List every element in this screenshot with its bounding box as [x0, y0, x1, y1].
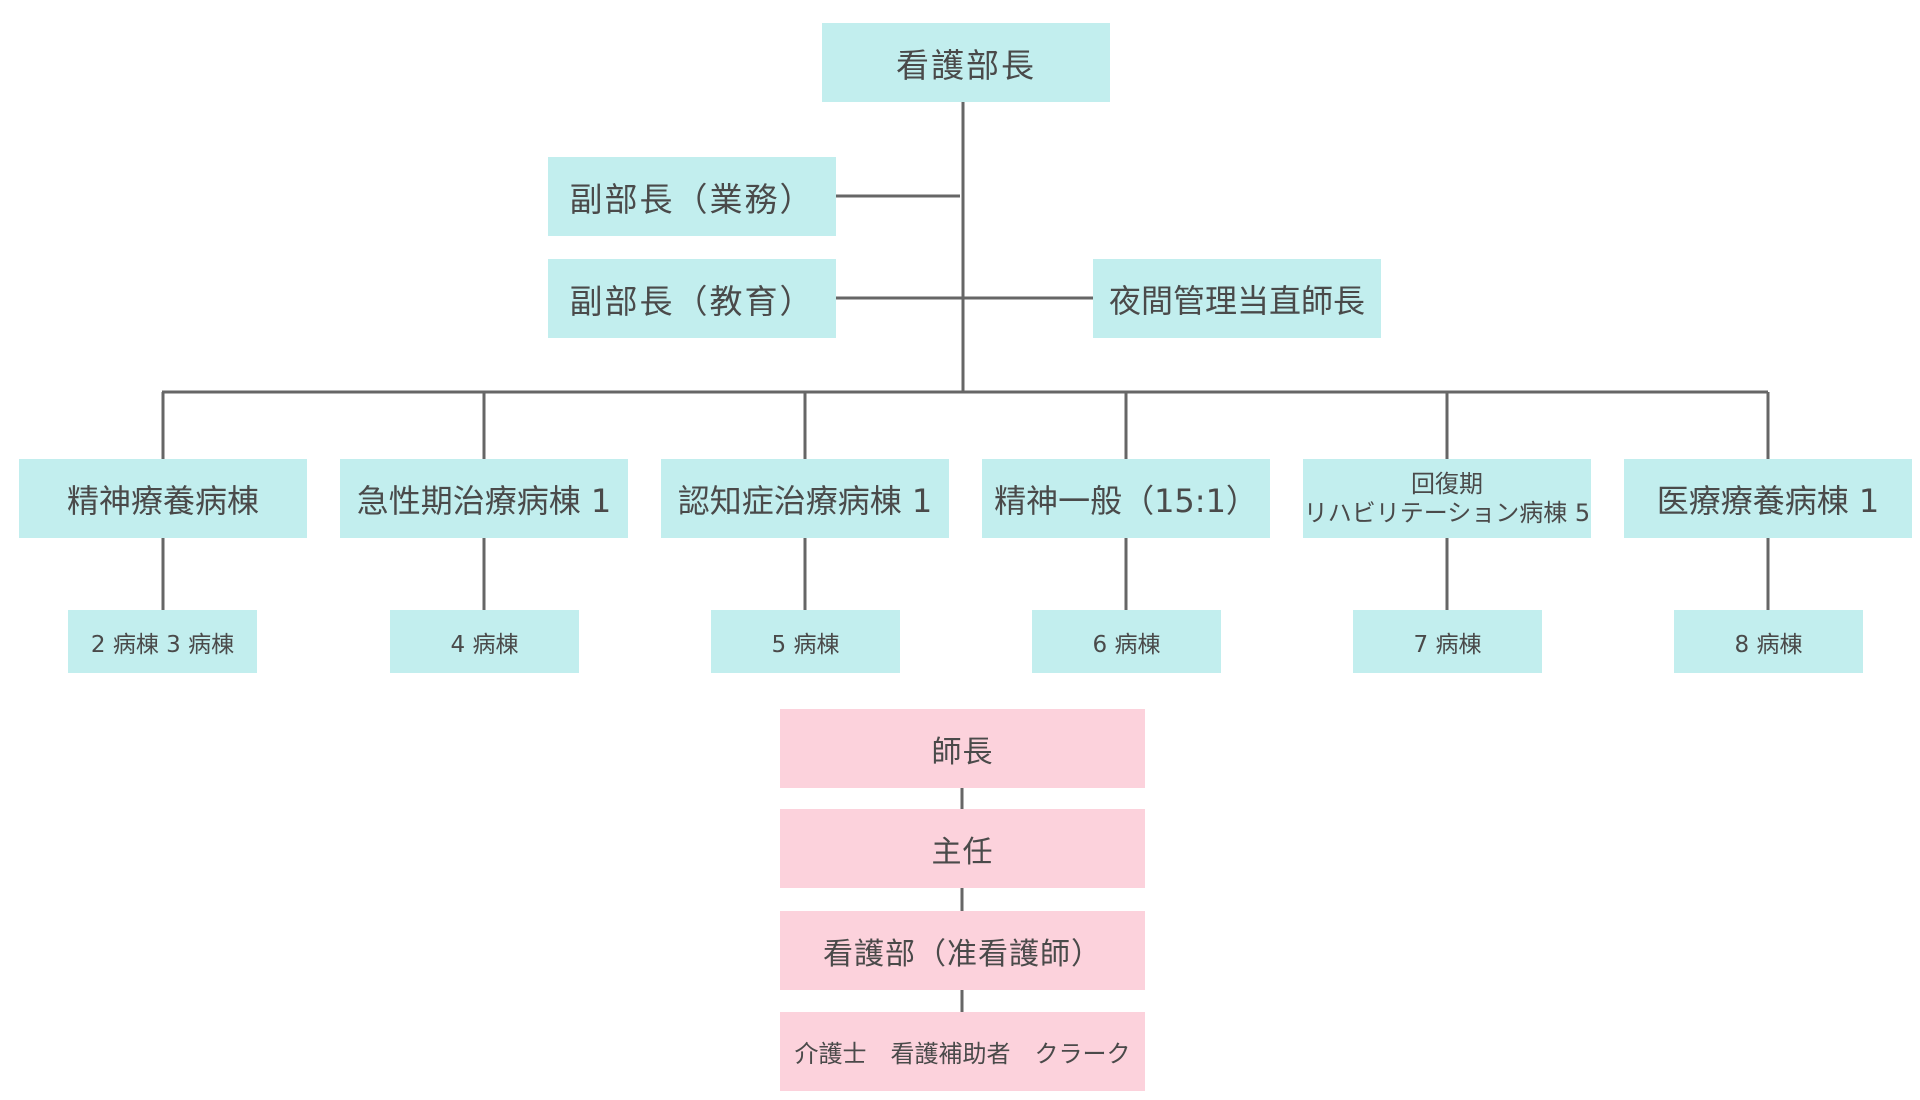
ward-sub-node: 4 病棟 [390, 610, 579, 673]
rank-node-head-nurse: 師長 [780, 709, 1145, 788]
ward-node: 精神一般（15:1） [982, 459, 1270, 538]
ward-node: 医療療養病棟 1 [1624, 459, 1912, 538]
ward-sub-node: 5 病棟 [711, 610, 900, 673]
rank-node-support-staff: 介護士 看護補助者 クラーク [780, 1012, 1145, 1091]
rank-node-chief: 主任 [780, 809, 1145, 888]
ward-node: 認知症治療病棟 1 [661, 459, 949, 538]
ward-node: 回復期 リハビリテーション病棟 5 [1303, 459, 1591, 538]
ward-sub-node: 8 病棟 [1674, 610, 1863, 673]
rank-node-nurse: 看護部（准看護師） [780, 911, 1145, 990]
deputy-node-business: 副部長（業務） [548, 157, 836, 236]
head-node: 看護部長 [822, 23, 1110, 102]
ward-sub-node: 7 病棟 [1353, 610, 1542, 673]
deputy-node-education: 副部長（教育） [548, 259, 836, 338]
ward-sub-node: 6 病棟 [1032, 610, 1221, 673]
ward-node: 精神療養病棟 [19, 459, 307, 538]
night-manager-node: 夜間管理当直師長 [1093, 259, 1381, 338]
ward-sub-node: 2 病棟 3 病棟 [68, 610, 257, 673]
ward-node: 急性期治療病棟 1 [340, 459, 628, 538]
